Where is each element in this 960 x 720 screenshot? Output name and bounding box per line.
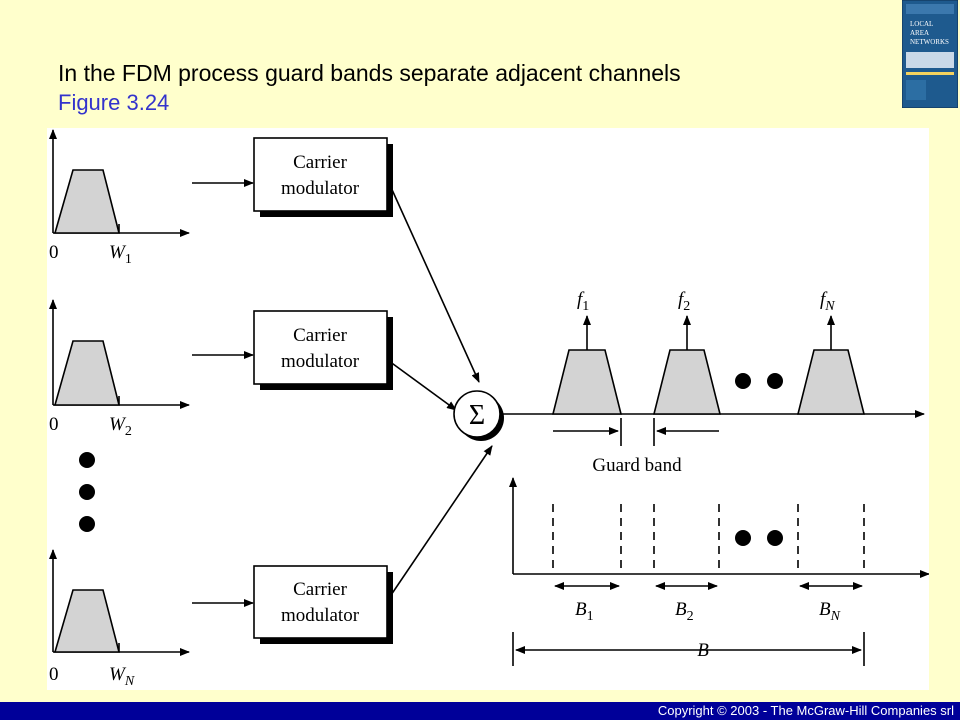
carrier-modulator-n	[253, 565, 393, 644]
modulator-1-label-line1: Carrier	[293, 152, 347, 173]
book-title-line-2: AREA	[910, 29, 929, 37]
more-channels-ellipsis	[735, 373, 783, 389]
modulator-n-to-summer-arrow	[388, 445, 493, 599]
band-b2-subscript: 2	[687, 609, 694, 624]
carrier-1-subscript: 1	[582, 299, 589, 314]
book-cover-image: LOCAL AREA NETWORKS	[902, 0, 958, 108]
band-bn-subscript: N	[830, 609, 841, 624]
band-b1-symbol: B	[575, 599, 587, 620]
band-b1-label: B1	[575, 599, 594, 624]
input-n-bandwidth-label: WN	[109, 664, 135, 689]
carrier-1-label: f1	[577, 289, 589, 314]
input-2-bandwidth-symbol: W	[109, 414, 127, 435]
modulator-2-label-line2: modulator	[281, 351, 360, 372]
total-bandwidth-label: B	[697, 640, 709, 661]
input-spectrum-1	[49, 129, 190, 237]
carrier-1-symbol: f	[577, 289, 585, 310]
modulator-n-label-line2: modulator	[281, 605, 360, 626]
carrier-2-label: f2	[678, 289, 690, 314]
input-spectrum-2	[49, 299, 190, 409]
input-1-origin-label: 0	[49, 242, 59, 263]
band-boundaries	[552, 504, 865, 574]
modulator-1-to-summer-arrow	[388, 182, 480, 383]
band-b1-subscript: 1	[587, 609, 594, 624]
modulator-1-label-line2: modulator	[281, 178, 360, 199]
input-n-origin-label: 0	[49, 664, 59, 685]
book-title-line-3: NETWORKS	[910, 38, 949, 46]
summer-node	[453, 390, 504, 441]
modulator-2-label-line1: Carrier	[293, 325, 347, 346]
band-b2-symbol: B	[675, 599, 687, 620]
input-1-bandwidth-label: W1	[109, 242, 132, 267]
figure-caption: Figure 3.24	[58, 90, 170, 115]
carrier-n-label: fN	[820, 289, 835, 314]
carrier-modulator-1	[253, 137, 393, 217]
input-n-bandwidth-subscript: N	[124, 674, 135, 689]
carrier-2-symbol: f	[678, 289, 686, 310]
input-spectrum-n	[49, 549, 190, 656]
fdm-diagram: Carrier modulator Carrier modulator Carr…	[47, 128, 929, 690]
slide-title: In the FDM process guard bands separate …	[58, 60, 681, 86]
input-2-bandwidth-subscript: 2	[125, 424, 132, 439]
carrier-n-symbol: f	[820, 289, 828, 310]
guard-band-indicator	[553, 418, 719, 446]
book-title-line-1: LOCAL	[910, 20, 933, 28]
output-channel-2	[652, 315, 722, 415]
input-1-bandwidth-subscript: 1	[125, 252, 132, 267]
carrier-n-subscript: N	[824, 299, 835, 314]
modulator-n-label-line1: Carrier	[293, 579, 347, 600]
copyright-notice: Copyright © 2003 - The McGraw-Hill Compa…	[657, 703, 954, 718]
input-2-bandwidth-label: W2	[109, 414, 132, 439]
more-bands-ellipsis	[735, 530, 783, 546]
summer-sigma-label: Σ	[469, 400, 485, 431]
output-channel-1	[551, 315, 623, 415]
guard-band-label: Guard band	[592, 455, 682, 476]
band-bn-symbol: B	[819, 599, 831, 620]
input-2-origin-label: 0	[49, 414, 59, 435]
output-channel-n	[796, 315, 866, 415]
carrier-modulator-2	[253, 310, 393, 390]
band-b2-label: B2	[675, 599, 694, 624]
total-bandwidth-span	[512, 632, 865, 666]
input-1-bandwidth-symbol: W	[109, 242, 127, 263]
more-inputs-ellipsis	[79, 452, 95, 532]
band-bn-label: BN	[819, 599, 841, 624]
modulator-2-to-summer-arrow	[388, 360, 457, 411]
bandwidth-allocation-axes	[509, 477, 929, 578]
input-n-bandwidth-symbol: W	[109, 664, 127, 685]
footer-bar: Copyright © 2003 - The McGraw-Hill Compa…	[0, 702, 960, 720]
carrier-2-subscript: 2	[683, 299, 690, 314]
